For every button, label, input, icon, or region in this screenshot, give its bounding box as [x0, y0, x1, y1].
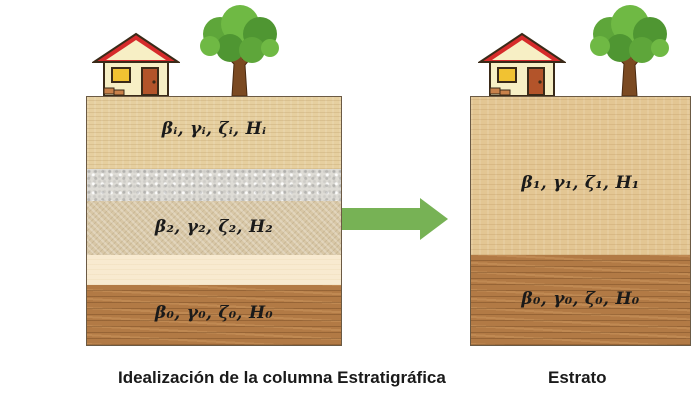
left-caption: Idealización de la columna Estratigráfic… — [118, 368, 446, 387]
tree-icon — [200, 5, 279, 96]
soil-layer-1: β₁, γ₁, ζ₁, H₁ — [471, 97, 690, 255]
soil-layer-gravel — [87, 169, 341, 201]
soil-layer-0: β₀, γ₀, ζ₀, H₀ — [87, 285, 341, 345]
soil-layer-2: β₂, γ₂, ζ₂, H₂ — [87, 201, 341, 255]
soil-layer-0: β₀, γ₀, ζ₀, H₀ — [471, 255, 690, 345]
soil-layer-i: βᵢ, γᵢ, ζᵢ, Hᵢ — [87, 97, 341, 169]
house-icon — [478, 32, 566, 96]
stratigraphic-column: βᵢ, γᵢ, ζᵢ, Hᵢ β₂, γ₂, ζ₂, H₂ β₀, γ₀, ζ₀… — [86, 96, 342, 346]
stratum-column: β₁, γ₁, ζ₁, H₁ β₀, γ₀, ζ₀, H₀ — [470, 96, 691, 346]
layer-parameters-label: βᵢ, γᵢ, ζᵢ, Hᵢ — [161, 119, 267, 139]
layer-parameters-label: β₀, γ₀, ζ₀, H₀ — [154, 303, 274, 323]
tree-icon — [590, 5, 669, 96]
soil-layer-cream — [87, 255, 341, 285]
layer-parameters-label: β₂, γ₂, ζ₂, H₂ — [154, 217, 274, 237]
layer-parameters-label: β₁, γ₁, ζ₁, H₁ — [521, 173, 640, 193]
house-icon — [92, 32, 180, 96]
right-caption: Estrato — [548, 368, 607, 387]
layer-parameters-label: β₀, γ₀, ζ₀, H₀ — [521, 289, 640, 309]
arrow-right-icon — [342, 198, 448, 240]
